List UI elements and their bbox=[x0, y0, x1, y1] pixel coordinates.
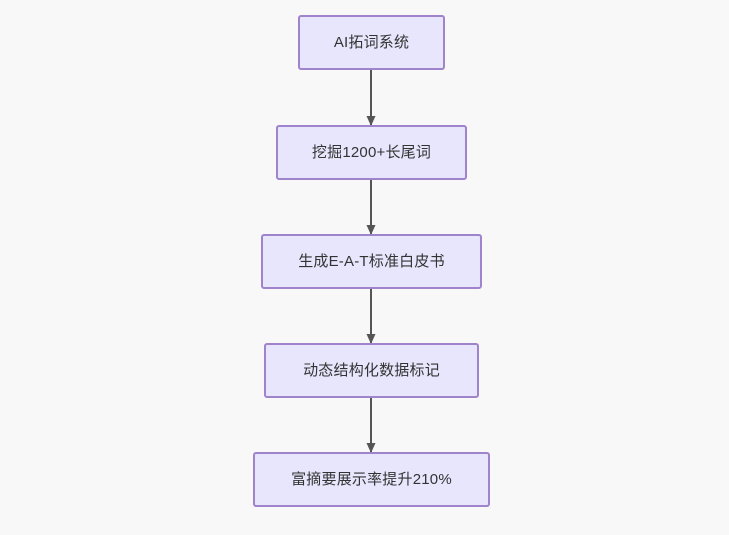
flowchart-node-3-label: 生成E-A-T标准白皮书 bbox=[298, 253, 445, 270]
flowchart-node-3[interactable]: 生成E-A-T标准白皮书 bbox=[261, 234, 482, 289]
flowchart-node-5[interactable]: 富摘要展示率提升210% bbox=[253, 452, 490, 507]
flowchart-node-1[interactable]: AI拓词系统 bbox=[298, 15, 445, 70]
flowchart-node-4-label: 动态结构化数据标记 bbox=[303, 362, 440, 379]
flowchart-node-2[interactable]: 挖掘1200+长尾词 bbox=[276, 125, 467, 180]
flowchart-node-1-label: AI拓词系统 bbox=[333, 34, 410, 51]
flowchart-node-5-label: 富摘要展示率提升210% bbox=[291, 471, 452, 488]
flowchart-node-2-label: 挖掘1200+长尾词 bbox=[311, 144, 432, 161]
flowchart-node-4[interactable]: 动态结构化数据标记 bbox=[264, 343, 479, 398]
